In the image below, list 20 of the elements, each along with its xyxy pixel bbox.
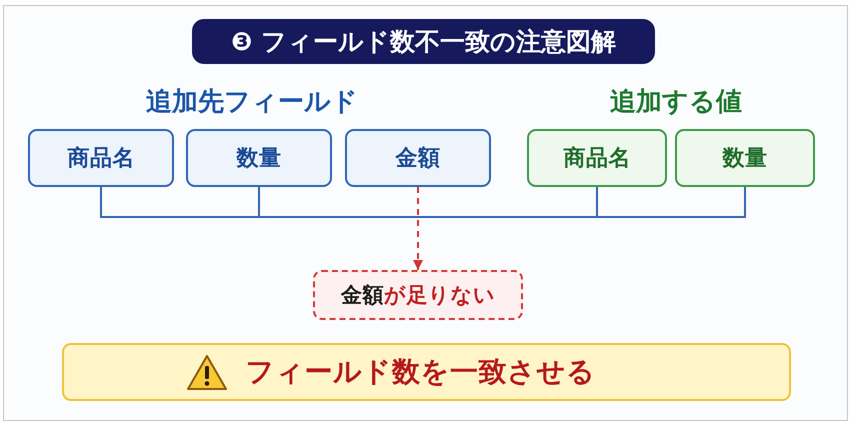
- field-name: 数量: [236, 145, 282, 173]
- target-field-box: [345, 129, 491, 187]
- connector-line: [258, 187, 746, 218]
- group-heading: 追加する値: [609, 86, 743, 118]
- field-name: 商品名: [67, 145, 135, 173]
- dashed-arrow: [413, 187, 423, 270]
- field-name: 数量: [722, 145, 768, 173]
- title-banner: ❸ フィールド数不一致の注意図解: [192, 19, 655, 64]
- source-field-box: [527, 129, 667, 187]
- action-banner: [62, 343, 791, 401]
- group-heading: 追加先フィールド: [145, 86, 359, 118]
- action-text: フィールド数を一致させる: [246, 354, 596, 390]
- warning-note-box: [313, 270, 523, 320]
- field-name: 金額: [396, 145, 440, 173]
- warning-text: 金額が足りない: [340, 282, 496, 309]
- source-field-box: [675, 129, 815, 187]
- target-field-box: [28, 129, 174, 187]
- field-name: 商品名: [563, 145, 631, 173]
- target-field-box: [186, 129, 332, 187]
- connector-line: [100, 187, 598, 218]
